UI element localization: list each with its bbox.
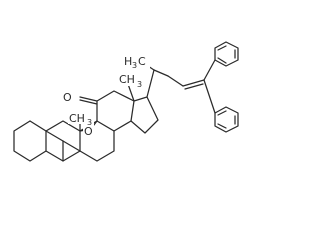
svg-text:C: C	[138, 55, 146, 68]
ring-c	[96, 83, 135, 132]
svg-text:CH: CH	[119, 73, 135, 86]
ring-b	[79, 96, 115, 162]
svg-text:H: H	[124, 55, 132, 68]
label-methyl-c13: CH 3	[118, 72, 144, 89]
phenyl-ring-top	[214, 41, 239, 67]
label-carbonyl-oxygen: O	[62, 90, 74, 104]
molecule-diagram: O O CH 3 CH 3 H 3 C	[13, 41, 239, 162]
label-methyl-c10: CH 3	[68, 111, 94, 127]
phenyl-ring-bottom	[214, 106, 239, 133]
label-epoxide-oxygen: O	[83, 124, 94, 138]
label-methyl-c20: H 3 C	[123, 54, 150, 70]
side-chain	[141, 59, 216, 114]
svg-text:O: O	[84, 125, 93, 138]
ring-d	[130, 96, 159, 134]
svg-text:3: 3	[137, 80, 142, 89]
structure-canvas: O O CH 3 CH 3 H 3 C	[13, 41, 239, 162]
svg-text:O: O	[63, 91, 72, 104]
svg-text:3: 3	[87, 118, 92, 127]
svg-text:3: 3	[132, 61, 137, 70]
ring-a	[13, 120, 81, 162]
svg-text:CH: CH	[69, 112, 85, 125]
